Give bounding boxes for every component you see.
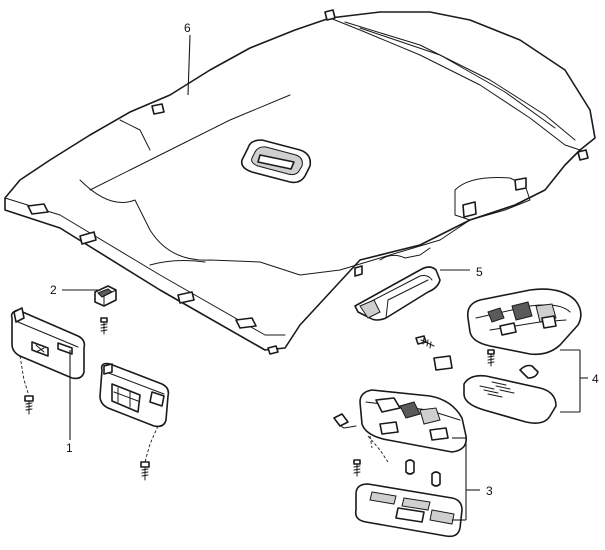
screw-grip bbox=[415, 335, 435, 349]
map-lamp-lens bbox=[463, 374, 557, 424]
room-lamp-bulb-right bbox=[431, 471, 441, 487]
callout-1: 1 bbox=[66, 441, 73, 455]
room-lamp-housing bbox=[333, 389, 468, 453]
grip-cap bbox=[433, 355, 453, 371]
leader-lines bbox=[62, 34, 588, 521]
screw-map-lamp bbox=[487, 349, 495, 367]
callout-6: 6 bbox=[184, 21, 191, 35]
room-lamp-bulb-left bbox=[405, 459, 415, 475]
callout-4: 4 bbox=[592, 372, 599, 386]
callout-2: 2 bbox=[50, 283, 57, 297]
map-lamp-bulb bbox=[519, 364, 539, 379]
map-lamp-housing bbox=[466, 288, 582, 356]
sun-visor-holder bbox=[94, 285, 117, 307]
headliner-clips bbox=[27, 9, 589, 355]
callout-3: 3 bbox=[486, 484, 493, 498]
headliner bbox=[4, 9, 596, 355]
screw-visor-right bbox=[140, 461, 150, 481]
screw-visor-left bbox=[24, 395, 34, 415]
screw-room-lamp bbox=[353, 459, 361, 477]
sunroof-opening bbox=[240, 139, 312, 184]
callout-5: 5 bbox=[476, 265, 483, 279]
screw-holder bbox=[100, 317, 108, 335]
room-lamp-lens bbox=[354, 483, 463, 538]
assist-grip bbox=[354, 266, 441, 321]
sun-visor-left bbox=[10, 307, 86, 380]
sun-visor-right bbox=[99, 362, 170, 428]
